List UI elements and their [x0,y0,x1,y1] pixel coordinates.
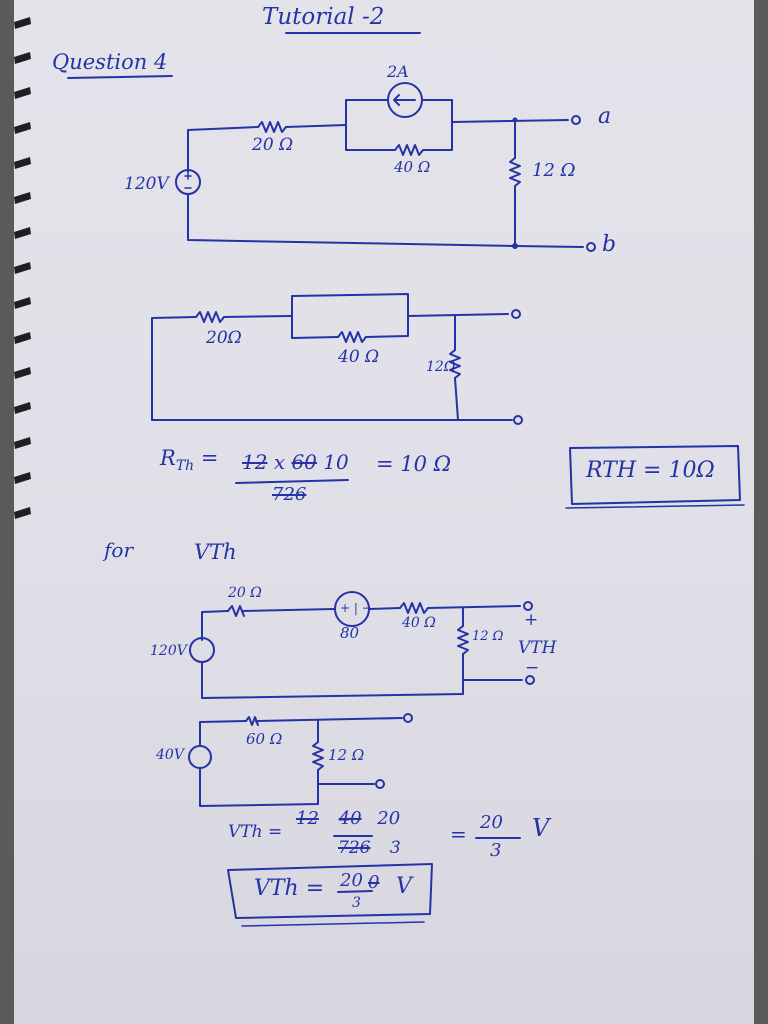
resistor-20 [195,311,225,323]
resistor-20-label: 20 Ω [252,135,294,155]
resistor-20 [227,605,245,617]
rth-denominator: 726 [272,486,306,504]
rth-num-struck-2: 60 [291,450,317,474]
resistor-12 [509,157,521,187]
rth-num-struck-1: 12 [242,450,268,474]
terminal-a-label: a [598,104,612,129]
vth-num-struck-1: 12 [296,808,319,829]
question-label: Question 4 [52,50,168,74]
rth-symbol: R [160,446,176,470]
dependent-source-sign: + | − [340,601,372,615]
rth-result: = 10 Ω [376,452,452,476]
terminal-top [403,713,413,723]
terminal-a [571,115,581,125]
resistor-12 [449,349,461,379]
rth-equals: = [200,446,219,470]
vth-calc-equals: = [450,822,467,846]
resistor-12-label: 12 Ω [532,160,576,181]
current-arrow [393,94,416,106]
resistor-60-label: 60 Ω [246,730,283,748]
for-label: for [104,538,134,562]
resistor-12 [457,625,469,655]
rth-den-result: 6 [294,484,307,505]
circuit-4 [188,713,413,807]
current-source-label: 2A [387,62,409,81]
rth-result-box [569,445,741,505]
resistor-40-label: 40 Ω [338,347,380,367]
vth-calc-numerator: 12 40 20 [296,810,400,828]
terminal-b [586,242,596,252]
vth-calc-frac-den: 3 [490,840,502,861]
resistor-40-label: 40 Ω [394,158,431,176]
vth-num-result: 20 [377,808,401,829]
voltage-source-circle [188,745,212,769]
vth-terminal-label: VTH [518,638,557,658]
resistor-40 [394,144,424,156]
circuit-1 [175,82,596,252]
vth-den-final: 3 [389,838,401,858]
spiral-binding [14,17,31,519]
vth-den-result: 6 [359,838,371,858]
rth-times: x [273,450,286,474]
rth-lhs: RTh = [160,446,219,475]
dependent-source-value: 80 [340,624,360,642]
vth-plus: + [524,610,539,630]
resistor-40-label: 40 Ω [402,615,436,631]
question-underline [67,75,173,79]
vth-calc-unit: V [532,814,550,842]
terminal-top [511,309,521,319]
resistor-20 [257,121,287,133]
voltage-source-circle [189,637,215,663]
vth-box-unit: V [396,874,412,899]
voltage-source-label: 40V [156,747,184,763]
vth-box-num: 20 [340,870,363,891]
resistor-12-label: 12 Ω [472,629,504,644]
resistor-20-label: 20 Ω [228,585,262,601]
terminal-bottom [375,779,385,789]
terminal-plus [523,601,533,611]
vth-calc-frac-num: 20 [480,812,503,833]
vth-calc-denominator: 726 3 [338,840,401,857]
resistor-20-label: 20Ω [206,328,242,348]
circuit-2 [151,293,523,425]
vth-calc-lhs: VTh = [228,822,283,842]
vth-result-box [227,863,433,919]
terminal-minus [525,675,535,685]
circuit-3 [189,591,535,699]
rth-boxed-result: RTH = 10Ω [586,458,715,483]
resistor-12 [312,741,324,771]
vth-num-struck-2: 40 [338,808,362,829]
vth-den-struck: 72 [338,838,360,858]
vth-box-lhs: VTh = [254,876,325,901]
paper-sheet [14,0,754,1024]
rth-subscript: Th [175,458,195,475]
voltage-source-label: 120V [150,643,187,659]
rth-num-result: 10 [323,450,349,474]
rth-numerator: 12 x 60 10 [242,452,349,472]
vth-label: VTh [194,540,237,564]
vth-box-den: 3 [352,895,361,911]
terminal-b-label: b [602,232,617,257]
vth-box-fraction-bar [337,890,373,893]
terminal-bottom [513,415,523,425]
vth-minus: − [525,658,540,678]
rth-den-struck: 72 [272,484,295,505]
page-title: Tutorial -2 [262,4,385,30]
vth-box-struck: 0 [368,872,380,893]
resistor-12-label: 12 Ω [328,746,365,764]
resistor-40 [337,331,367,343]
rth-fraction-bar [235,479,349,484]
resistor-40 [399,602,429,614]
voltage-source-label: 120V [124,174,169,194]
resistor-60 [245,716,259,726]
resistor-12-label: 12Ω [426,359,456,375]
